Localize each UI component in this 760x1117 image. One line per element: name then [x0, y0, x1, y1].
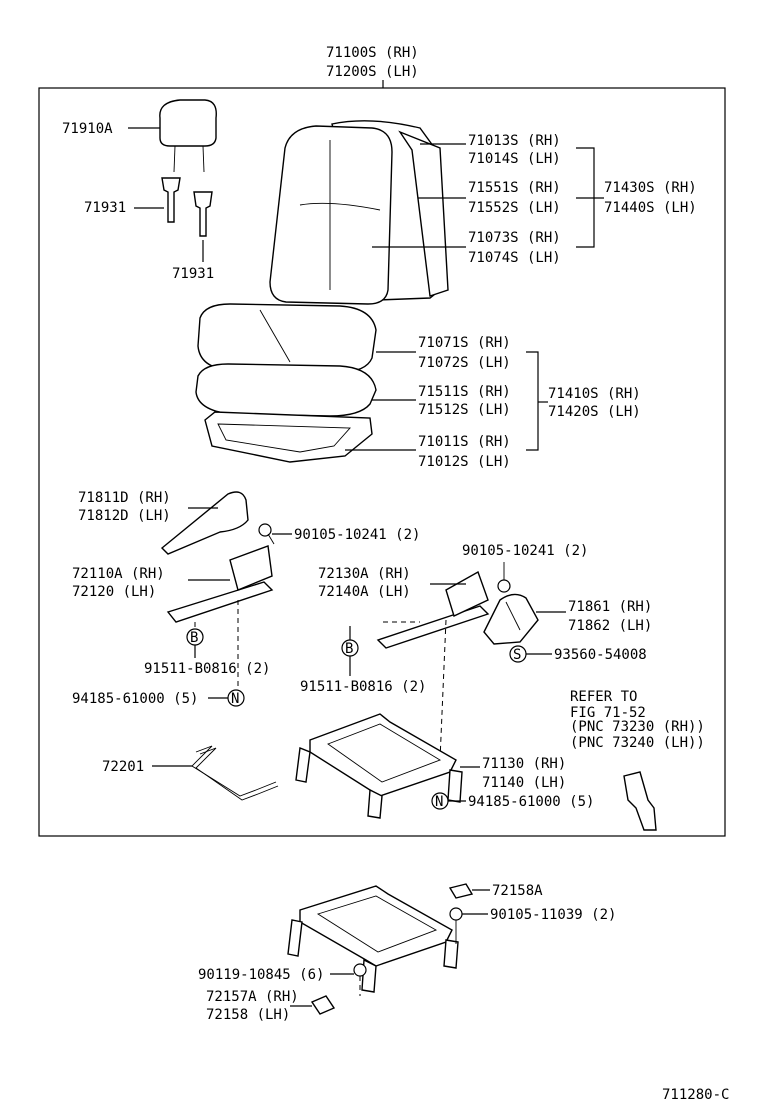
label-adjuster-b-lh: 72140A (LH) — [318, 584, 411, 600]
shield-drawing — [160, 491, 249, 555]
cover-drawing — [483, 593, 539, 645]
label-cushion-assy-lh: 71420S (LH) — [548, 404, 641, 420]
label-cushion-frame-lh: 71012S (LH) — [418, 454, 511, 470]
label-rod: 72201 — [102, 759, 144, 775]
headrest-drawing — [159, 99, 217, 173]
label-cover-lower-lh: 72158 (LH) — [206, 1007, 290, 1023]
label-shield-rh: 71811D (RH) — [78, 490, 171, 506]
label-adjuster-a-lh: 72120 (LH) — [72, 584, 156, 600]
label-adjuster-a-rh: 72110A (RH) — [72, 566, 165, 582]
leg-frame-drawing — [295, 713, 463, 819]
label-clip-s: 93560-54008 — [554, 647, 647, 663]
label-cushion-pad-lh: 71512S (LH) — [418, 402, 511, 418]
title-lh: 71200S (LH) — [326, 64, 419, 80]
label-cushion-cover-lh: 71072S (LH) — [418, 355, 511, 371]
seat-back-drawing — [269, 120, 449, 305]
adjuster-a-drawing — [166, 545, 274, 623]
label-back-pad-lh: 71552S (LH) — [468, 200, 561, 216]
label-back-frame-rh: 71073S (RH) — [468, 230, 561, 246]
seat-cushion-drawing — [195, 303, 377, 463]
label-leg-lh: 71140 (LH) — [482, 775, 566, 791]
label-cap: 72158A — [492, 883, 543, 899]
bolt-lower-left-drawing — [353, 963, 367, 996]
refer-line4: (PNC 73240 (LH)) — [570, 735, 705, 751]
title-rh: 71100S (RH) — [326, 45, 419, 61]
label-cushion-assy-rh: 71410S (RH) — [548, 386, 641, 402]
label-cushion-pad-rh: 71511S (RH) — [418, 384, 511, 400]
assembly-frame — [38, 87, 726, 837]
refer-line3: (PNC 73230 (RH)) — [570, 719, 705, 735]
label-cover-rh: 71861 (RH) — [568, 599, 652, 615]
adjuster-b-drawing — [376, 570, 490, 649]
screw-a-drawing — [258, 523, 275, 545]
label-adjuster-b-rh: 72130A (RH) — [318, 566, 411, 582]
bolt-lower-drawing — [449, 907, 463, 944]
label-cover-lower-rh: 72157A (RH) — [206, 989, 299, 1005]
marker-n-left-text: N — [231, 691, 239, 707]
label-cushion-frame-rh: 71011S (RH) — [418, 434, 511, 450]
cap-drawing — [448, 883, 474, 899]
label-bolt-lower: 90105-11039 (2) — [490, 907, 616, 923]
label-back-assy-rh: 71430S (RH) — [604, 180, 697, 196]
figure-code: 711280-C — [662, 1087, 729, 1103]
label-cover-lh: 71862 (LH) — [568, 618, 652, 634]
label-bolt-b-mid: 91511-B0816 (2) — [300, 679, 426, 695]
rod-drawing — [191, 745, 279, 801]
refer-line2: FIG 71-52 — [570, 705, 646, 721]
refer-line1: REFER TO — [570, 689, 637, 705]
headrest-guides — [161, 177, 213, 237]
label-back-frame-lh: 71074S (LH) — [468, 250, 561, 266]
label-back-cover-rh: 71013S (RH) — [468, 133, 561, 149]
marker-b-left-text: B — [190, 630, 198, 646]
label-back-pad-rh: 71551S (RH) — [468, 180, 561, 196]
label-screw-a: 90105-10241 (2) — [294, 527, 420, 543]
label-guide-left: 71931 — [84, 200, 126, 216]
label-cushion-cover-rh: 71071S (RH) — [418, 335, 511, 351]
screw-b-drawing — [497, 562, 511, 593]
marker-s-text: S — [513, 647, 521, 663]
label-bolt-b-left: 91511-B0816 (2) — [144, 661, 270, 677]
buckle-drawing — [623, 771, 657, 831]
marker-b-mid-text: B — [345, 641, 353, 657]
lower-frame-drawing — [287, 885, 459, 993]
label-back-assy-lh: 71440S (LH) — [604, 200, 697, 216]
label-bolt-lower-left: 90119-10845 (6) — [198, 967, 324, 983]
label-shield-lh: 71812D (LH) — [78, 508, 171, 524]
marker-n-right-text: N — [435, 794, 443, 810]
label-leg-rh: 71130 (RH) — [482, 756, 566, 772]
label-nut-n-left: 94185-61000 (5) — [72, 691, 198, 707]
label-nut-n-right: 94185-61000 (5) — [468, 794, 594, 810]
label-back-cover-lh: 71014S (LH) — [468, 151, 561, 167]
label-headrest: 71910A — [62, 121, 113, 137]
label-screw-b: 90105-10241 (2) — [462, 543, 588, 559]
label-guide-bottom: 71931 — [172, 266, 214, 282]
cover-lower-drawing — [310, 995, 336, 1015]
